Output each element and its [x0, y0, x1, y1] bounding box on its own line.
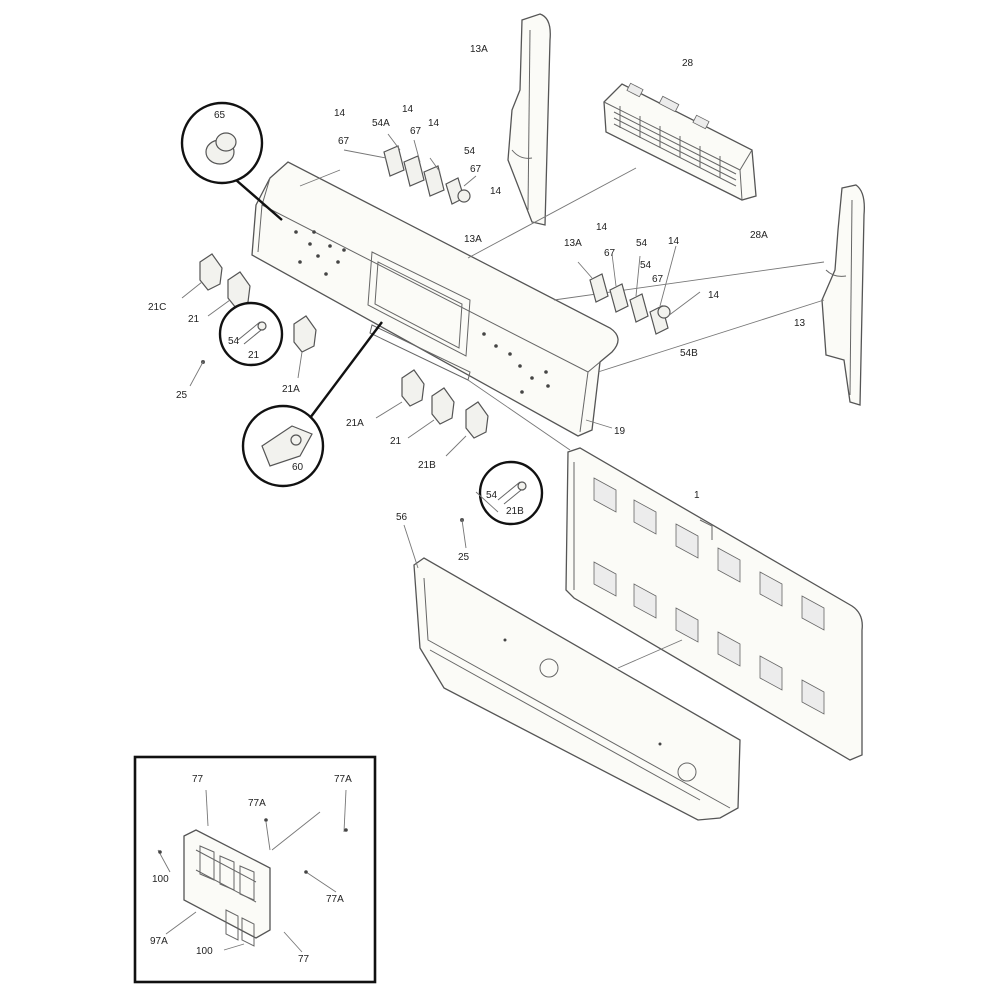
rear-access-cover — [565, 447, 863, 761]
label-67-e: 67 — [652, 274, 664, 285]
label-13a-right: 13A — [564, 238, 582, 249]
control-board — [603, 82, 757, 201]
knobs — [181, 253, 489, 457]
control-panel-backguard — [251, 161, 619, 437]
label-14-e: 14 — [596, 222, 608, 233]
label-56: 56 — [396, 512, 408, 523]
inset-labels: 77 77A 77A 100 77A 97A 100 77 — [150, 774, 352, 965]
label-25-a: 25 — [176, 390, 188, 401]
label-67-b: 67 — [410, 126, 422, 137]
detail-callout-21 — [218, 301, 284, 367]
label-60: 60 — [292, 462, 304, 473]
detail-callout-60 — [241, 321, 383, 488]
label-28a: 28A — [750, 230, 768, 241]
label-14-f: 14 — [668, 236, 680, 247]
end-cap-left — [507, 13, 551, 226]
label-21a-mid: 21A — [346, 418, 364, 429]
inset-label-77a-b: 77A — [248, 798, 266, 809]
inset-label-77-a: 77 — [192, 774, 204, 785]
display-window — [367, 251, 471, 357]
label-14-a: 14 — [334, 108, 346, 119]
label-25-b: 25 — [458, 552, 470, 563]
label-54b: 54B — [680, 348, 698, 359]
inset-label-77a-a: 77A — [334, 774, 352, 785]
end-cap-right — [821, 184, 865, 406]
label-21c: 21C — [148, 302, 166, 313]
label-54-e: 54 — [486, 490, 498, 501]
label-21b-circle: 21B — [506, 506, 524, 517]
label-21b: 21B — [418, 460, 436, 471]
lower-trim-panel — [413, 557, 741, 821]
label-13: 13 — [794, 318, 806, 329]
inset-label-77-b: 77 — [298, 954, 310, 965]
label-1: 1 — [694, 490, 700, 501]
label-14-g: 14 — [708, 290, 720, 301]
label-21a-left: 21A — [282, 384, 300, 395]
label-21: 21 — [188, 314, 200, 325]
knob-21-mid — [407, 387, 455, 439]
inset-label-77a-c: 77A — [326, 894, 344, 905]
label-67-a: 67 — [338, 136, 350, 147]
vent-slots — [593, 477, 825, 715]
inset-label-97a: 97A — [150, 936, 168, 947]
label-19: 19 — [614, 426, 626, 437]
switch-cluster-right — [577, 245, 701, 335]
knob-21b — [445, 401, 489, 457]
screws — [189, 360, 467, 549]
label-54-c: 54 — [640, 260, 652, 271]
inset-label-100-b: 100 — [196, 946, 213, 957]
label-54-b: 54 — [636, 238, 648, 249]
switch-cluster-upper — [343, 133, 477, 205]
label-67-d: 67 — [604, 248, 616, 259]
knob-21c — [181, 253, 223, 299]
label-67-c: 67 — [470, 164, 482, 175]
knob-21a-left — [293, 315, 317, 379]
label-13a-mid: 13A — [464, 234, 482, 245]
label-54a: 54A — [372, 118, 390, 129]
assembly-lines — [299, 167, 825, 669]
label-14-b: 14 — [402, 104, 414, 115]
label-14-c: 14 — [428, 118, 440, 129]
label-54-d: 54 — [228, 336, 240, 347]
detail-callout-65 — [180, 101, 283, 221]
inset-label-100-a: 100 — [152, 874, 169, 885]
label-65: 65 — [214, 110, 226, 121]
part-labels: 13A 28 14 67 14 54A 67 14 54 67 14 13A 6… — [148, 44, 806, 563]
knob-21a-mid — [375, 369, 425, 419]
label-13a-top: 13A — [470, 44, 488, 55]
label-28: 28 — [682, 58, 694, 69]
label-21-circle: 21 — [248, 350, 260, 361]
label-14-d: 14 — [490, 186, 502, 197]
inset-detail-box — [133, 755, 377, 984]
detail-callout-21b — [478, 460, 544, 526]
label-54-a: 54 — [464, 146, 476, 157]
label-21-mid: 21 — [390, 436, 402, 447]
